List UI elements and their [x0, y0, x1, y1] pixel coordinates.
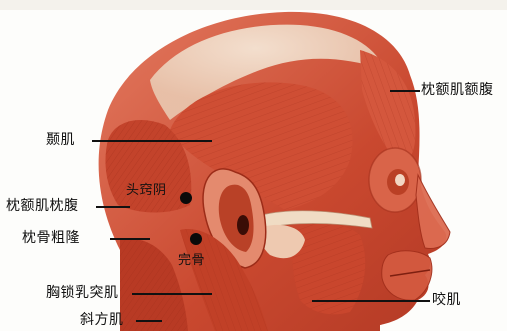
label-frontal-belly: 枕额肌额腹 [421, 82, 494, 98]
leader-occipital-belly [96, 206, 130, 208]
touqiaoyin-point [180, 192, 192, 204]
label-occipital-belly: 枕额肌枕腹 [6, 198, 79, 214]
label-touqiaoyin: 头窍阴 [126, 183, 167, 199]
leader-frontal-belly [390, 90, 420, 92]
label-masseter: 咬肌 [432, 292, 461, 308]
label-temporalis: 颞肌 [46, 132, 75, 148]
leader-occipital-protuberance [110, 238, 150, 240]
wangu-point [190, 233, 202, 245]
leader-temporalis [92, 140, 212, 142]
leader-sternocleidomastoid [132, 293, 212, 295]
label-wangu: 完骨 [178, 253, 205, 269]
leader-masseter [312, 300, 430, 302]
label-sternocleidomastoid: 胸锁乳突肌 [46, 285, 119, 301]
label-trapezius: 斜方肌 [80, 312, 124, 328]
label-occipital-protuberance: 枕骨粗隆 [22, 230, 80, 246]
leader-trapezius [136, 320, 162, 322]
